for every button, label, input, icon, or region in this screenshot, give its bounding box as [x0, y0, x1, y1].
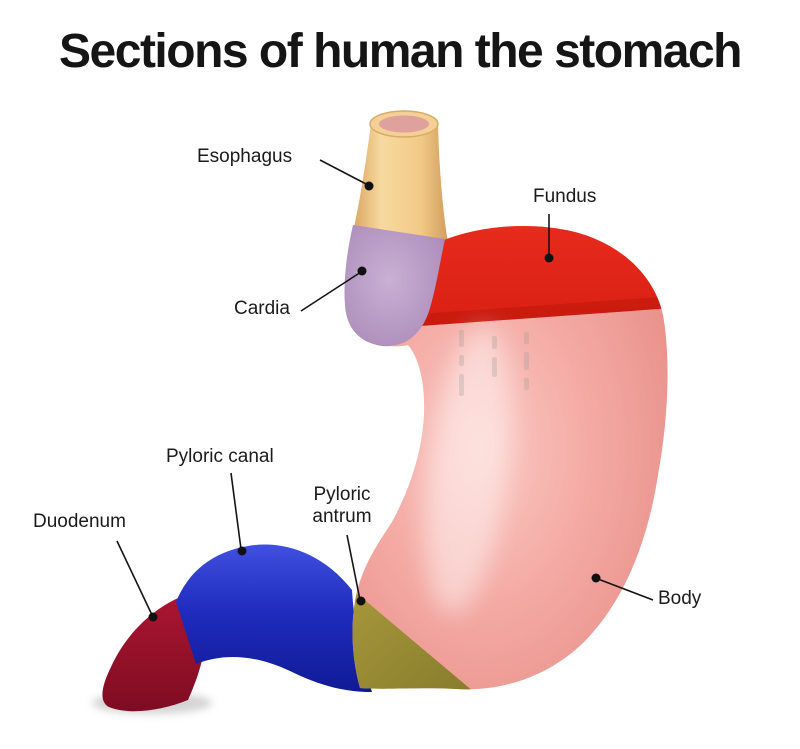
body-label: Body — [658, 588, 702, 609]
duodenum-region — [102, 598, 202, 712]
pyloric-antrum-pointer-line — [346, 534, 361, 601]
duodenum-label: Duodenum — [33, 511, 126, 532]
fundus-shade-band — [348, 294, 668, 332]
cardia-pointer-dot — [357, 266, 367, 276]
watermark — [459, 330, 529, 396]
pointer-dots — [148, 181, 601, 622]
cardia-region — [344, 225, 445, 347]
body-pointer-line — [597, 578, 654, 601]
pyloric-canal-pointer-dot — [237, 546, 247, 556]
pyloric-antrum-pointer-dot — [356, 596, 366, 606]
pyloric-canal-region — [176, 544, 372, 692]
esophagus-pointer-dot — [364, 181, 374, 191]
page-title: Sections of human the stomach — [59, 25, 742, 78]
fundus-pointer-dot — [544, 253, 554, 263]
cardia-label: Cardia — [234, 298, 290, 319]
esophagus-label: Esophagus — [197, 146, 293, 167]
esophagus-pointer-line — [319, 159, 369, 186]
body-pointer-dot — [591, 573, 601, 583]
cardia-pointer-line — [300, 271, 362, 312]
pointer-lines — [116, 159, 654, 616]
fundus-label: Fundus — [533, 186, 597, 207]
pyloric-canal-label: Pyloric canal — [166, 446, 274, 467]
esophagus-opening-lumen — [379, 115, 429, 133]
pyloric-antrum-label: Pyloric antrum — [312, 484, 372, 528]
esophagus-region — [352, 124, 450, 254]
duodenum-pointer-line — [116, 540, 153, 616]
pyloric-antrum-region — [348, 586, 480, 690]
pyloric-canal-pointer-line — [230, 472, 242, 550]
duodenum-pointer-dot — [148, 612, 158, 622]
body-highlight — [424, 325, 512, 615]
